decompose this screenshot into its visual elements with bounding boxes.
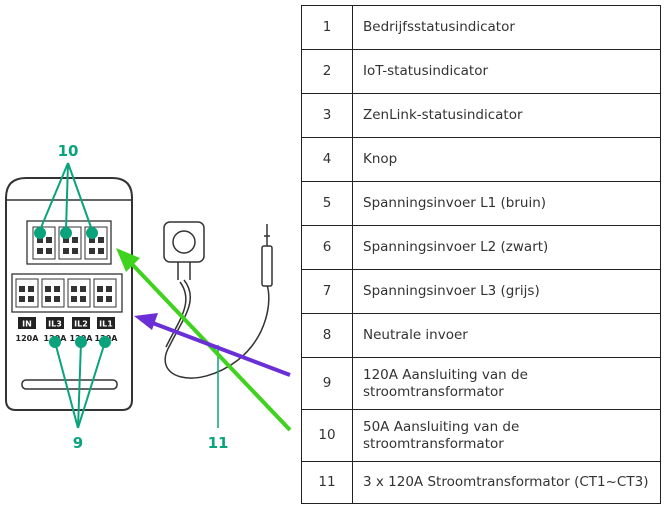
legend-number: 6: [301, 225, 353, 270]
legend-number: 2: [301, 49, 353, 94]
legend-row: 4 Knop: [301, 137, 661, 182]
legend-table: 1 Bedrijfsstatusindicator 2 IoT-statusin…: [301, 5, 661, 504]
device-diagram: IN IL3 IL2 IL1 120A 120A 120A 120A 10: [5, 142, 292, 452]
legend-row: 8 Neutrale invoer: [301, 313, 661, 358]
legend-number: 5: [301, 181, 353, 226]
callout-11-label: 11: [208, 434, 229, 452]
legend-text: Spanningsinvoer L3 (grijs): [352, 269, 661, 314]
callout-10-label: 10: [58, 142, 79, 160]
legend-text: Neutrale invoer: [352, 313, 661, 358]
current-transformer: [163, 221, 273, 379]
terminal-label-in: IN: [22, 320, 32, 329]
legend-text: ZenLink-statusindicator: [352, 93, 661, 138]
legend-text: 50A Aansluiting van de stroomtransformat…: [352, 409, 661, 462]
legend-text: Spanningsinvoer L2 (zwart): [352, 225, 661, 270]
legend-row: 1 Bedrijfsstatusindicator: [301, 5, 661, 50]
legend-number: 4: [301, 137, 353, 182]
legend-number: 10: [301, 409, 353, 462]
legend-number: 8: [301, 313, 353, 358]
legend-number: 11: [301, 461, 353, 504]
legend-row: 6 Spanningsinvoer L2 (zwart): [301, 225, 661, 270]
callout-10-lines: [34, 162, 98, 239]
callout-9-label: 9: [73, 434, 83, 452]
legend-row: 5 Spanningsinvoer L1 (bruin): [301, 181, 661, 226]
legend-row: 2 IoT-statusindicator: [301, 49, 661, 94]
legend-row: 9 120A Aansluiting van de stroomtransfor…: [301, 357, 661, 410]
legend-text: 120A Aansluiting van de stroomtransforma…: [352, 357, 661, 410]
legend-text: Spanningsinvoer L1 (bruin): [352, 181, 661, 226]
legend-number: 7: [301, 269, 353, 314]
terminal-rating-in: 120A: [16, 334, 40, 343]
terminal-label-il1: IL1: [99, 320, 113, 329]
legend-number: 1: [301, 5, 353, 50]
legend-row: 11 3 x 120A Stroomtransformator (CT1~CT3…: [301, 461, 661, 504]
legend-text: 3 x 120A Stroomtransformator (CT1~CT3): [352, 461, 661, 504]
legend-number: 3: [301, 93, 353, 138]
legend-number: 9: [301, 357, 353, 410]
legend-text: Bedrijfsstatusindicator: [352, 5, 661, 50]
connector-120a: [11, 273, 123, 313]
purple-arrow: [134, 313, 291, 377]
legend-row: 7 Spanningsinvoer L3 (grijs): [301, 269, 661, 314]
terminal-label-il3: IL3: [48, 320, 62, 329]
legend-text: IoT-statusindicator: [352, 49, 661, 94]
legend-text: Knop: [352, 137, 661, 182]
callout-9-lines: [49, 336, 111, 429]
terminal-label-il2: IL2: [74, 320, 88, 329]
legend-row: 3 ZenLink-statusindicator: [301, 93, 661, 138]
legend-row: 10 50A Aansluiting van de stroomtransfor…: [301, 409, 661, 462]
